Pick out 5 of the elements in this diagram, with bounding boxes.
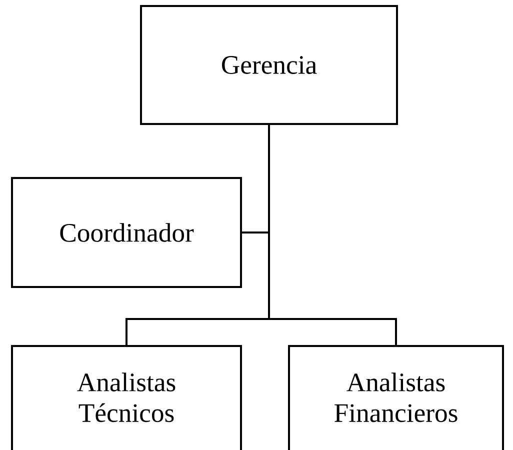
org-box: Analistas Financieros [288, 345, 504, 450]
org-box: Analistas Técnicos [11, 345, 242, 450]
org-box: Coordinador [11, 177, 242, 288]
org-box: Gerencia [140, 5, 398, 125]
connector-line [268, 125, 397, 345]
